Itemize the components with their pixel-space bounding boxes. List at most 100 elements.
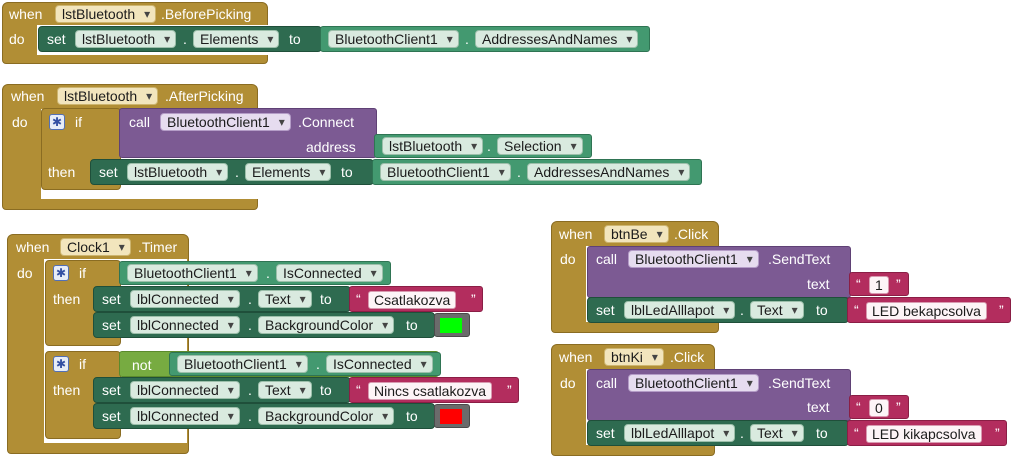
close-quote: ” [896,276,901,292]
text-value[interactable]: 0 [869,399,889,417]
component-dropdown[interactable]: lstBluetooth [382,137,484,155]
event-component-dropdown[interactable]: btnKi [604,348,664,366]
component-dropdown[interactable]: BluetoothClient1 [127,264,258,282]
event-name: .Click [674,226,709,242]
property-dropdown[interactable]: IsConnected [326,355,433,373]
setter-block[interactable]: set lstBluetooth . Elements to [38,26,322,52]
component-getter-block[interactable]: BluetoothClient1 . AddressesAndNames [320,26,650,52]
open-quote: “ [854,425,859,441]
component-getter-block[interactable]: BluetoothClient1 . IsConnected [119,261,391,285]
when-keyword: when [559,349,593,365]
gear-icon[interactable]: ✱ [49,114,65,130]
to-keyword: to [816,302,828,318]
component-getter-block[interactable]: BluetoothClient1 . AddressesAndNames [372,159,702,185]
event-name: .BeforePicking [161,6,252,22]
open-quote: “ [356,382,361,398]
method-call-block[interactable]: call BluetoothClient1 .Connect address [119,108,377,158]
property-dropdown[interactable]: AddressesAndNames [527,163,691,181]
setter-block[interactable]: set lblLedAlllapot . Text to [587,297,849,323]
method-name: .SendText [768,251,831,267]
to-keyword: to [406,317,418,333]
text-string-block[interactable]: “ LED kikapcsolva ” [847,420,1007,446]
property-dropdown[interactable]: IsConnected [276,264,383,282]
when-keyword: when [559,226,593,242]
setter-block[interactable]: set lblConnected . Text to [93,377,351,403]
property-dropdown[interactable]: BackgroundColor [258,407,395,425]
property-dropdown[interactable]: AddressesAndNames [475,30,639,48]
event-name: .Click [670,349,705,365]
setter-block[interactable]: set lblConnected . Text to [93,286,351,312]
setter-block[interactable]: set lblLedAlllapot . Text to [587,420,849,446]
component-getter-block[interactable]: lstBluetooth . Selection [374,134,592,158]
component-dropdown[interactable]: lblConnected [130,381,240,399]
event-component-dropdown[interactable]: lstBluetooth [57,87,159,105]
component-dropdown[interactable]: lblLedAlllapot [624,301,736,319]
component-dropdown[interactable]: BluetoothClient1 [177,355,308,373]
to-keyword: to [320,291,332,307]
method-name: .Connect [298,114,355,130]
method-call-block[interactable]: call BluetoothClient1 .SendText text [587,246,851,298]
set-keyword: set [102,291,121,307]
do-keyword: do [17,265,33,281]
text-value[interactable]: Nincs csatlakozva [368,382,493,400]
property-dropdown[interactable]: Selection [497,137,583,155]
text-value[interactable]: 1 [869,276,889,294]
text-string-block[interactable]: “ Csatlakozva ” [349,286,483,312]
component-dropdown[interactable]: lblConnected [130,407,240,425]
text-value[interactable]: Csatlakozva [368,291,457,309]
component-dropdown[interactable]: BluetoothClient1 [628,250,759,268]
call-keyword: call [129,114,151,130]
method-call-block[interactable]: call BluetoothClient1 .SendText text [587,369,851,421]
color-block-red[interactable] [434,404,470,428]
text-value[interactable]: LED bekapcsolva [866,302,987,320]
set-keyword: set [596,425,615,441]
event-component-dropdown[interactable]: Clock1 [60,238,131,256]
open-quote: “ [356,291,361,307]
component-dropdown[interactable]: lblConnected [130,290,240,308]
event-component-dropdown[interactable]: lstBluetooth [55,5,157,23]
if-keyword: if [79,265,86,281]
text-string-block[interactable]: “ 0 ” [849,395,909,419]
property-dropdown[interactable]: BackgroundColor [258,316,395,334]
setter-block[interactable]: set lblConnected . BackgroundColor to [93,312,435,338]
close-quote: ” [507,382,512,398]
method-name: .SendText [768,375,831,391]
dot-separator: . [248,291,252,307]
property-dropdown[interactable]: Text [750,301,804,319]
property-dropdown[interactable]: Elements [193,30,280,48]
component-dropdown[interactable]: lblLedAlllapot [624,424,736,442]
property-dropdown[interactable]: Elements [245,163,332,181]
component-dropdown[interactable]: BluetoothClient1 [160,113,291,131]
color-block-green[interactable] [434,313,470,337]
component-dropdown[interactable]: lstBluetooth [127,163,229,181]
component-dropdown[interactable]: BluetoothClient1 [328,30,459,48]
property-dropdown[interactable]: Text [258,290,312,308]
red-color-swatch [440,409,462,424]
component-getter-block[interactable]: BluetoothClient1 . IsConnected [169,352,441,376]
component-dropdown[interactable]: lblConnected [130,316,240,334]
event-component-dropdown[interactable]: btnBe [604,225,669,243]
component-dropdown[interactable]: lstBluetooth [75,30,177,48]
component-dropdown[interactable]: BluetoothClient1 [380,163,511,181]
component-dropdown[interactable]: BluetoothClient1 [628,374,759,392]
text-string-block[interactable]: “ Nincs csatlakozva ” [349,377,519,403]
gear-icon[interactable]: ✱ [53,356,69,372]
close-quote: ” [896,399,901,415]
address-label: address [306,139,356,155]
then-keyword: then [53,291,81,307]
call-keyword: call [596,251,618,267]
dot-separator: . [517,164,521,180]
event-name: .Timer [138,239,178,255]
text-string-block[interactable]: “ 1 ” [849,272,909,296]
to-keyword: to [341,164,353,180]
setter-block[interactable]: set lblConnected . BackgroundColor to [93,403,435,429]
text-value[interactable]: LED kikapcsolva [866,425,982,443]
gear-icon[interactable]: ✱ [53,265,69,281]
property-dropdown[interactable]: Text [750,424,804,442]
set-keyword: set [102,317,121,333]
property-dropdown[interactable]: Text [258,381,312,399]
close-quote: ” [471,291,476,307]
setter-block[interactable]: set lstBluetooth . Elements to [90,159,374,185]
dot-separator: . [465,31,469,47]
text-string-block[interactable]: “ LED bekapcsolva ” [847,297,1011,323]
